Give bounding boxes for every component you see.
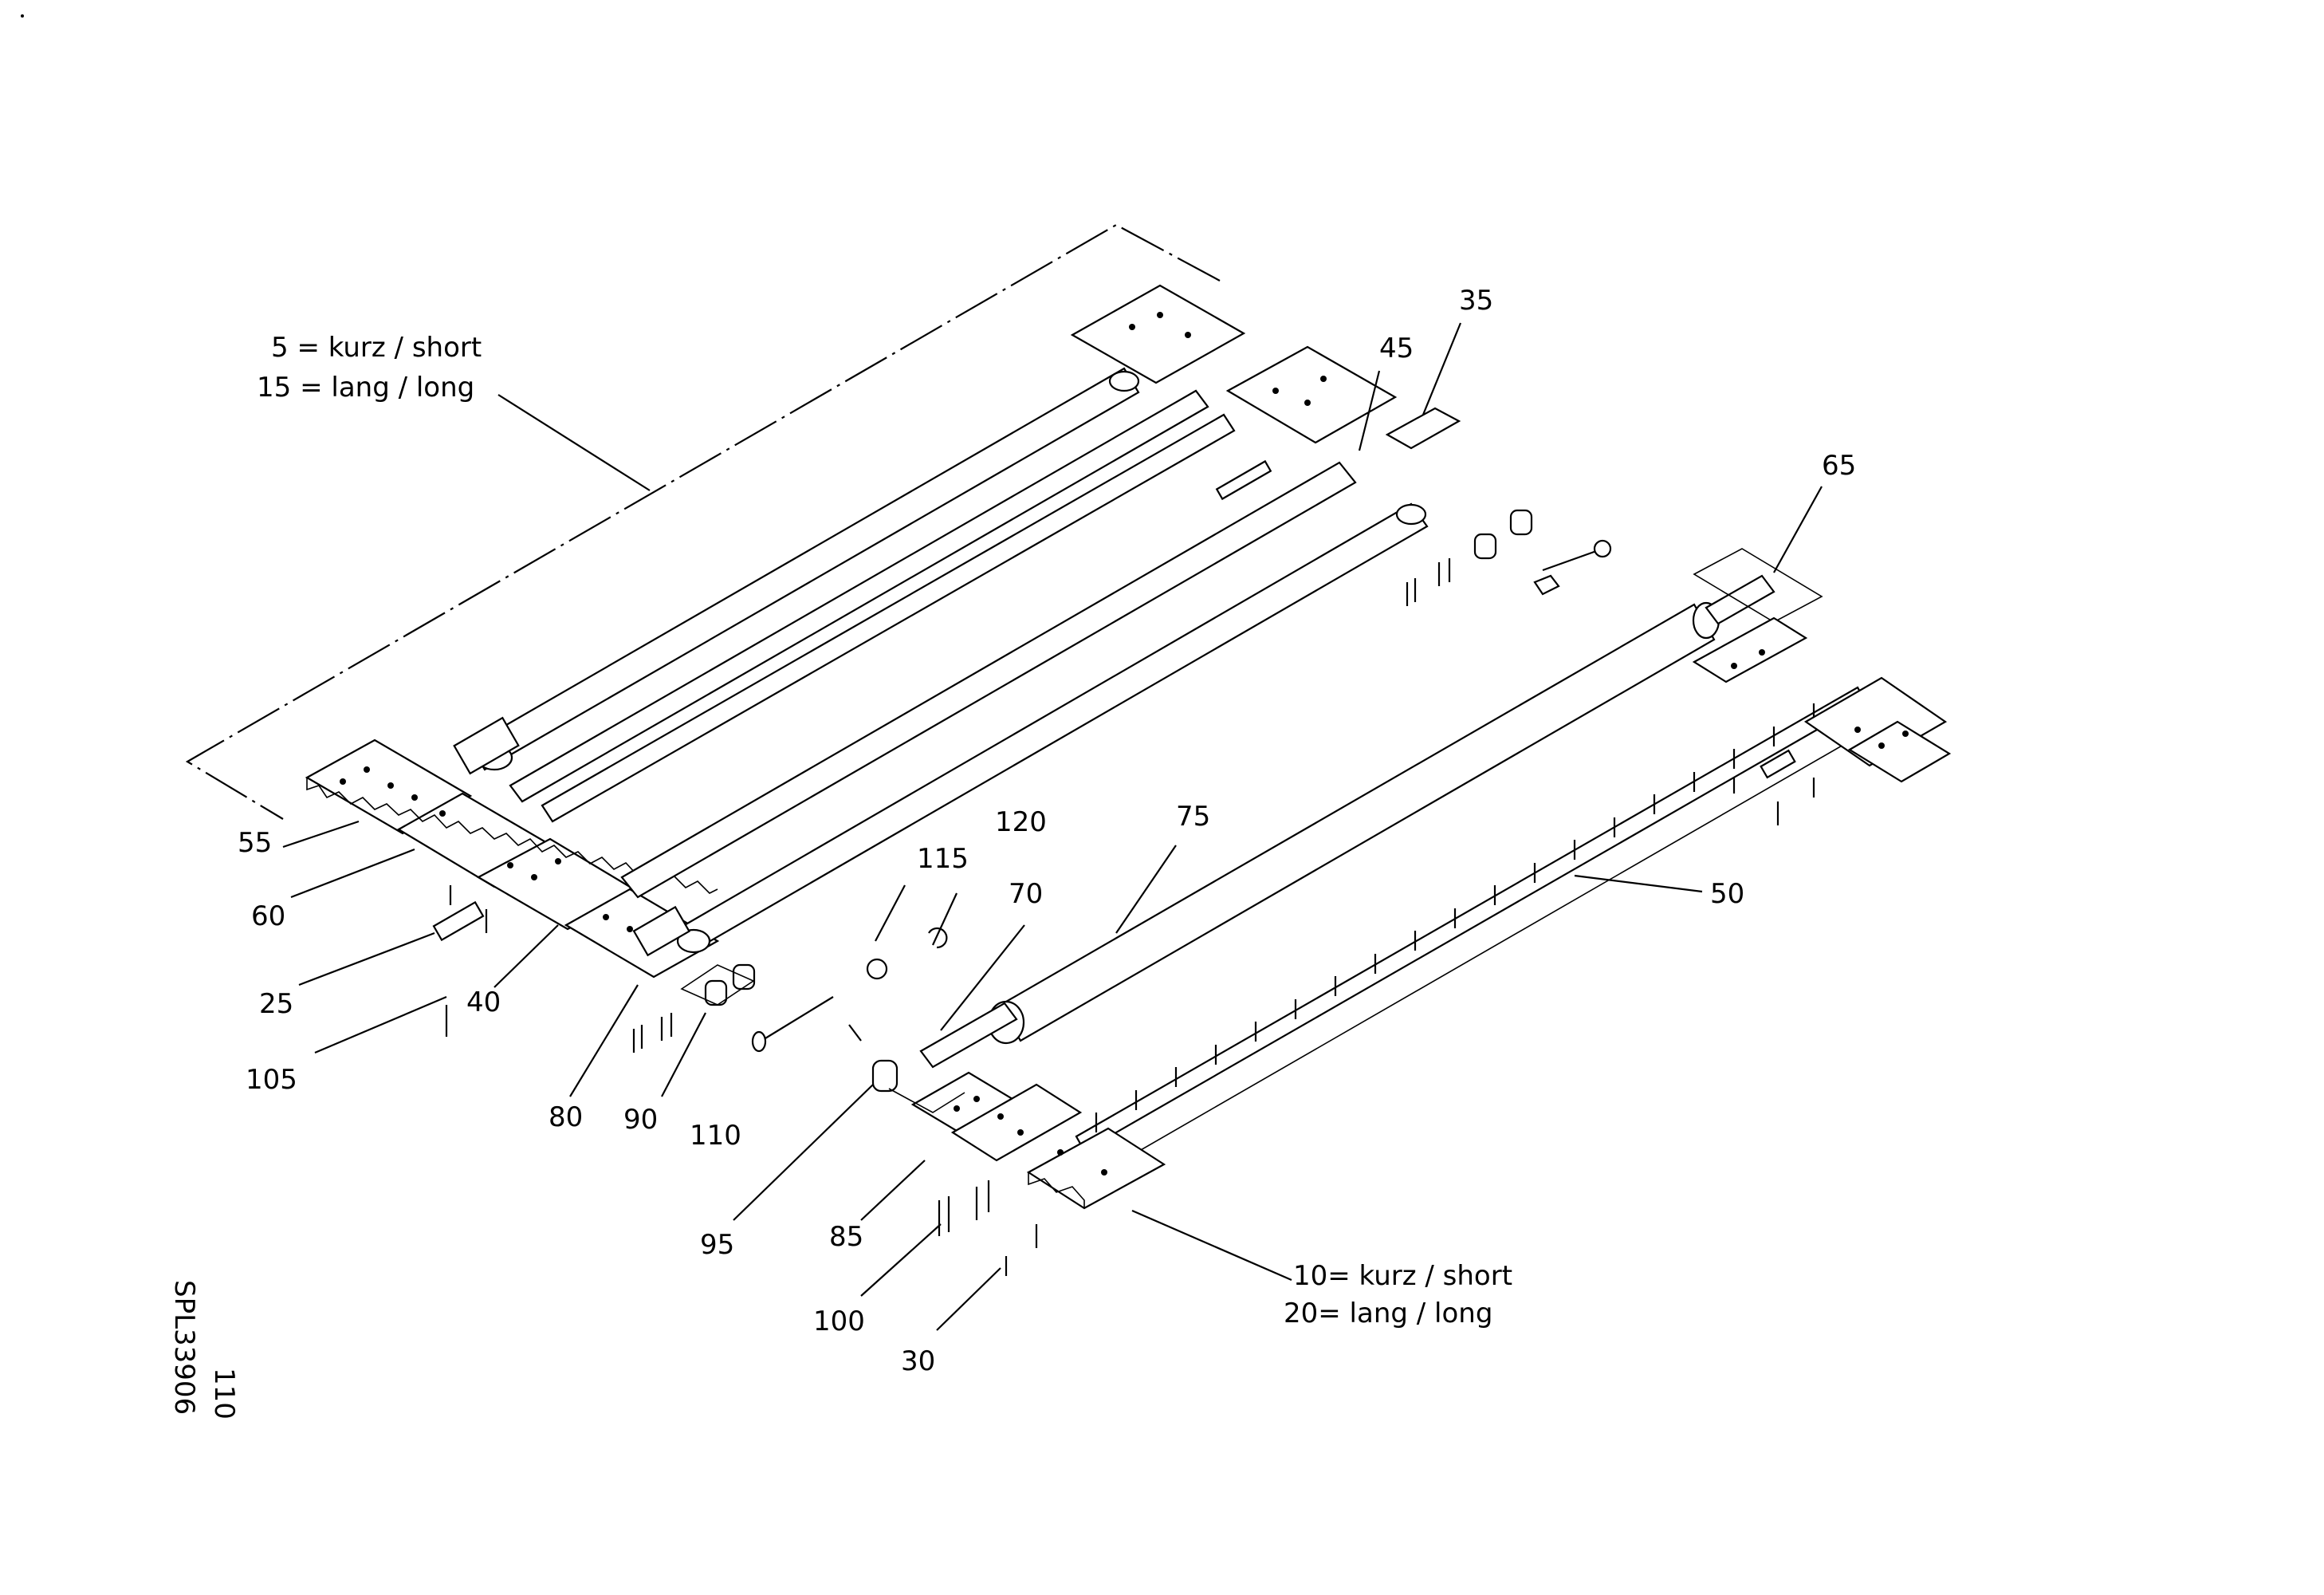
- callout-70: 70: [1009, 878, 1043, 910]
- callout-120: 120: [995, 806, 1047, 838]
- callout-35: 35: [1459, 285, 1493, 317]
- callout-110: 110: [690, 1120, 741, 1152]
- callout-80: 80: [549, 1101, 583, 1133]
- lower-roller-assembly: [910, 548, 1952, 1210]
- side-label-code: SPL33906: [168, 1280, 200, 1415]
- callout-40: 40: [466, 987, 501, 1018]
- callout-labels: 5 = kurz / short 15 = lang / long 10= ku…: [238, 285, 1856, 1377]
- leader-lines: [282, 322, 1823, 1331]
- callout-95: 95: [700, 1229, 734, 1261]
- label-10-20-line2: 20= lang / long: [1284, 1298, 1492, 1329]
- upper-hardware: [680, 509, 1612, 1053]
- upper-rollers: [453, 367, 1429, 957]
- callout-55: 55: [238, 827, 272, 859]
- callout-60: 60: [251, 900, 285, 932]
- callout-30: 30: [901, 1345, 935, 1377]
- lower-hardware: [871, 749, 1815, 1276]
- callout-50: 50: [1710, 878, 1744, 910]
- side-label-page: 110: [208, 1368, 240, 1420]
- callout-90: 90: [623, 1104, 658, 1136]
- upper-screws: [432, 558, 1451, 1053]
- callout-75: 75: [1176, 801, 1210, 833]
- callout-25: 25: [259, 988, 293, 1020]
- label-10-20-line1: 10= kurz / short: [1293, 1260, 1512, 1292]
- upper-right-mount-plates: [1070, 284, 1461, 450]
- side-label-block: SPL33906 110: [168, 1280, 240, 1420]
- callout-100: 100: [813, 1306, 865, 1337]
- stray-dot: [21, 14, 24, 18]
- label-5-15-line2: 15 = lang / long: [257, 372, 474, 404]
- comb-teeth: [1095, 703, 1815, 1132]
- callout-115: 115: [917, 843, 969, 875]
- callout-65: 65: [1822, 450, 1856, 482]
- upper-left-mount-plates: [305, 738, 720, 979]
- callout-85: 85: [829, 1221, 863, 1253]
- bracket-5-15: [185, 223, 1221, 820]
- label-5-15-line1: 5 = kurz / short: [271, 332, 482, 364]
- callout-105: 105: [246, 1064, 297, 1096]
- callout-45: 45: [1379, 333, 1414, 364]
